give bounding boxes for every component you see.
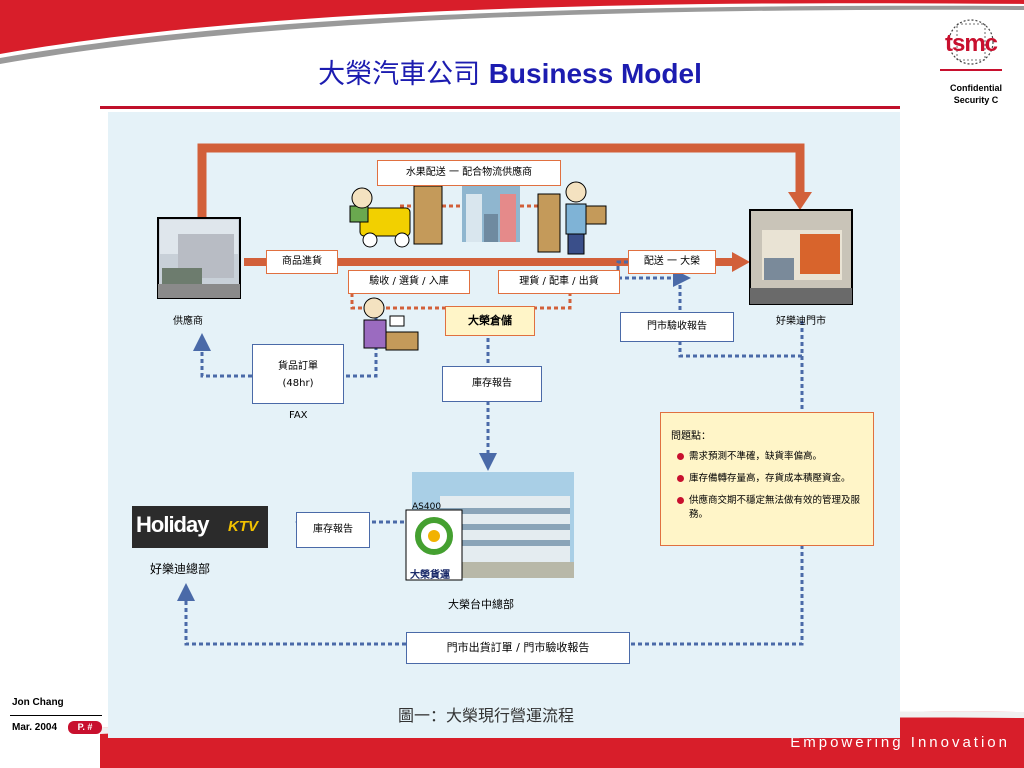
holiday-logo-ktv: KTV <box>228 518 258 535</box>
hq-logo-text: 大榮貨運 <box>410 570 450 581</box>
blue-line-right-down <box>626 356 804 646</box>
issues-box: 問題點： 需求預測不準確，缺貨率偏高。 庫存備轉存量高，存貨成本積壓資金。 供應… <box>660 412 874 546</box>
tsmc-logo-icon <box>948 19 994 65</box>
shipping-order-report-box: 門市出貨訂單 / 門市驗收報告 <box>406 632 630 664</box>
purchase-order-label: 貨品訂單 <box>278 361 318 372</box>
inventory-report-box-2: 庫存報告 <box>296 512 370 548</box>
title-chinese: 大榮汽車公司 <box>318 59 481 90</box>
top-flow-arrow-head <box>788 192 812 210</box>
figure-caption: 圖一：大榮現行營運流程 <box>398 706 575 725</box>
top-flow-arrow <box>197 143 805 218</box>
packer-worker-illustration <box>537 181 607 255</box>
warehouse-photo <box>462 184 520 242</box>
blue-line-bottom <box>177 583 406 646</box>
confidentiality-label: Confidential Security C <box>930 82 1022 106</box>
holiday-ktv-logo: Holiday KTV <box>132 506 268 548</box>
daying-logo-icon <box>405 509 463 581</box>
page-title: 大榮汽車公司 Business Model <box>160 54 860 98</box>
security-level-line: Security C <box>953 95 999 105</box>
purchase-order-box: 貨品訂單 (48hr) <box>252 344 344 404</box>
hq-label: 大榮台中總部 <box>448 598 514 611</box>
forklift-worker-illustration <box>349 185 443 248</box>
clerk-illustration <box>363 297 419 351</box>
as400-label: AS400 <box>412 502 442 512</box>
delivery-box: 配送 一 大榮 <box>628 250 716 274</box>
main-flow-arrow-head <box>732 252 750 272</box>
page-number-badge: P. # <box>68 721 102 734</box>
pick-box: 理貨 / 配車 / 出貨 <box>498 270 620 294</box>
confidential-line: Confidential <box>950 83 1002 93</box>
purchase-order-hours: (48hr) <box>282 378 314 389</box>
fax-label: FAX <box>289 410 308 421</box>
slide-date: Mar. 2004 <box>12 722 58 733</box>
title-english: Business Model <box>488 58 702 89</box>
supplier-label: 供應商 <box>173 316 203 327</box>
title-underline <box>100 106 900 109</box>
receive-box: 驗收 / 選貨 / 入庫 <box>348 270 470 294</box>
holiday-logo-main: Holiday <box>136 512 209 537</box>
store-photo <box>749 209 853 305</box>
goods-inbound-box: 商品進貨 <box>266 250 338 274</box>
issue-item: 供應商交期不穩定無法做有效的管理及服務。 <box>677 494 863 522</box>
issue-item: 庫存備轉存量高，存貨成本積壓資金。 <box>677 472 863 486</box>
issues-list: 需求預測不準確，缺貨率偏高。 庫存備轉存量高，存貨成本積壓資金。 供應商交期不穩… <box>677 450 863 522</box>
footer-divider <box>10 715 102 716</box>
warehouse-box: 大榮倉儲 <box>445 306 535 336</box>
author-name: Jon Chang <box>12 697 64 708</box>
holiday-hq-label: 好樂迪總部 <box>150 562 211 576</box>
tagline: Empowering Innovation <box>790 734 1010 751</box>
issue-item: 需求預測不準確，缺貨率偏高。 <box>677 450 863 464</box>
store-label: 好樂迪門市 <box>776 316 826 327</box>
issues-title: 問題點： <box>671 431 711 442</box>
logo-underline <box>940 69 1002 71</box>
fruit-delivery-box: 水果配送 一 配合物流供應商 <box>377 160 561 186</box>
inventory-report-box: 庫存報告 <box>442 366 542 402</box>
store-receipt-report-box: 門市驗收報告 <box>620 312 734 342</box>
supplier-photo <box>157 217 241 299</box>
tsmc-logo-text: tsmc <box>944 30 998 57</box>
header-swoosh <box>0 0 1024 64</box>
